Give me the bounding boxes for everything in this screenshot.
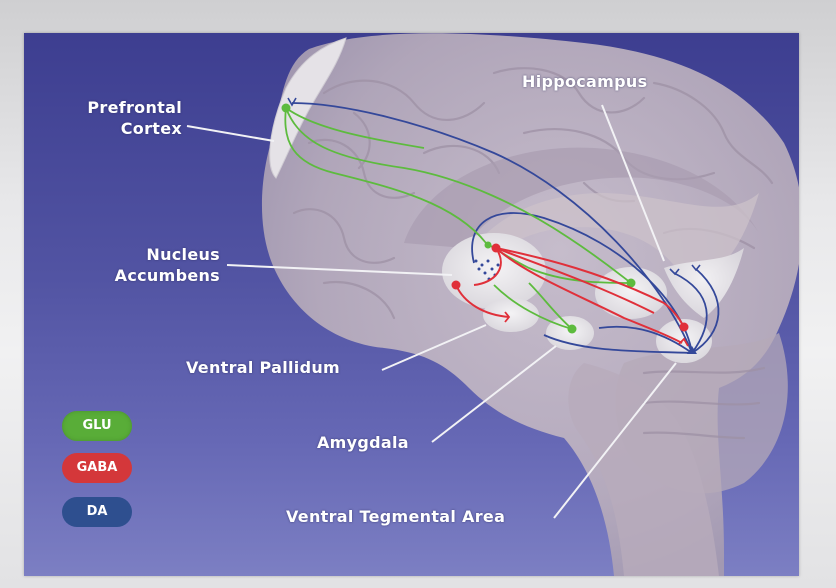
gaba-terminals: [504, 311, 689, 347]
corpus-callosum: [404, 147, 759, 248]
vta-label: Ventral Tegmental Area: [286, 507, 506, 526]
ventral-pallidum-label: Ventral Pallidum: [186, 358, 341, 377]
hippocampus-label: Hippocampus: [522, 72, 648, 91]
brainstem: [568, 363, 719, 576]
gaba-somas: [451, 243, 689, 332]
legend-gaba: GABA: [62, 453, 132, 483]
da-terminals: [287, 97, 701, 276]
glutamate-somas: [281, 103, 636, 334]
nucleus-accumbens-region: [442, 233, 546, 309]
diagram-slide: Prefrontal Cortex Hippocampus Nucleus Ac…: [24, 33, 799, 576]
leader-lines: [186, 104, 677, 519]
hippocampus-region: [595, 267, 667, 319]
brain-diagram: [186, 33, 799, 576]
prefrontal-cortex-label-line1: Prefrontal: [87, 98, 182, 117]
prefrontal-cortex-label-line2: Cortex: [120, 119, 182, 138]
hippocampus-tail: [664, 248, 744, 318]
legend-da: DA: [62, 497, 132, 527]
legend-glu: GLU: [62, 411, 132, 441]
dopamine-pathways: [291, 102, 720, 354]
nucleus-accumbens-label-line2: Accumbens: [114, 266, 220, 285]
gaba-pathways: [455, 247, 685, 344]
amygdala-label: Amygdala: [317, 433, 409, 452]
nucleus-accumbens-label-line1: Nucleus: [146, 245, 220, 264]
dopamine-soma: [687, 346, 697, 354]
prefrontal-cortex-label: Prefrontal Cortex: [64, 97, 182, 139]
ventral-pallidum-region: [483, 298, 539, 332]
nucleus-accumbens-label: Nucleus Accumbens: [84, 244, 220, 286]
